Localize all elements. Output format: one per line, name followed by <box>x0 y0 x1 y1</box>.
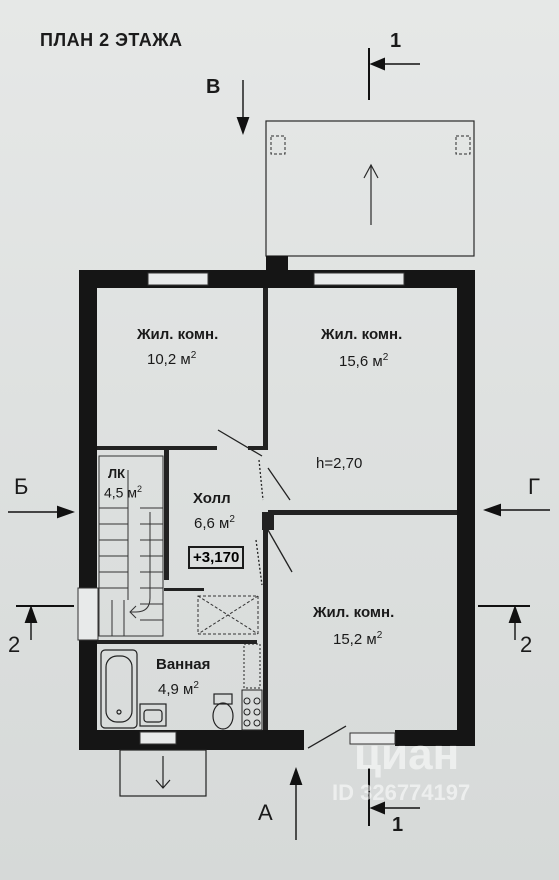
section-1-top-label: 1 <box>390 30 402 52</box>
room-name-stair: ЛК <box>108 466 126 481</box>
windows <box>77 272 405 745</box>
sink <box>139 703 167 727</box>
section-a-label: А <box>258 800 273 825</box>
section-marks <box>8 48 550 840</box>
room-area-stair: 4,5 м2 <box>104 484 142 501</box>
ceiling-height-label: h=2,70 <box>316 455 363 472</box>
watermark-id: ID 326774197 <box>332 780 471 805</box>
balcony <box>265 120 475 257</box>
room-area-hall: 6,6 м2 <box>194 514 235 532</box>
room-name-bathroom: Ванная <box>156 656 211 673</box>
section-1-bottom-label: 1 <box>392 814 404 836</box>
plan-title: ПЛАН 2 ЭТАЖА <box>40 30 183 50</box>
section-g-label: Г <box>528 474 540 499</box>
section-b-label: Б <box>14 474 29 499</box>
room-name-living-2: Жил. комн. <box>321 326 403 343</box>
ventilation-shaft <box>241 643 263 731</box>
section-2-left-label: 2 <box>8 632 21 657</box>
entrance-porch <box>119 749 207 797</box>
room-area-living-1: 10,2 м2 <box>147 350 197 368</box>
doors <box>217 429 347 749</box>
bathtub <box>100 649 138 729</box>
wardrobe <box>197 595 259 635</box>
section-2-right-label: 2 <box>520 632 533 657</box>
watermark-brand: циан <box>354 730 460 779</box>
room-name-living-1: Жил. комн. <box>137 326 219 343</box>
floor-level-mark: +3,170 <box>188 546 245 569</box>
room-area-bathroom: 4,9 м2 <box>158 680 199 698</box>
interior-walls <box>97 288 457 730</box>
room-name-hall: Холл <box>193 490 231 507</box>
room-name-living-3: Жил. комн. <box>313 604 395 621</box>
toilet <box>212 693 234 730</box>
staircase <box>98 455 164 637</box>
section-v-label: В <box>206 76 221 98</box>
room-area-living-2: 15,6 м2 <box>339 352 389 370</box>
room-area-living-3: 15,2 м2 <box>333 630 383 648</box>
